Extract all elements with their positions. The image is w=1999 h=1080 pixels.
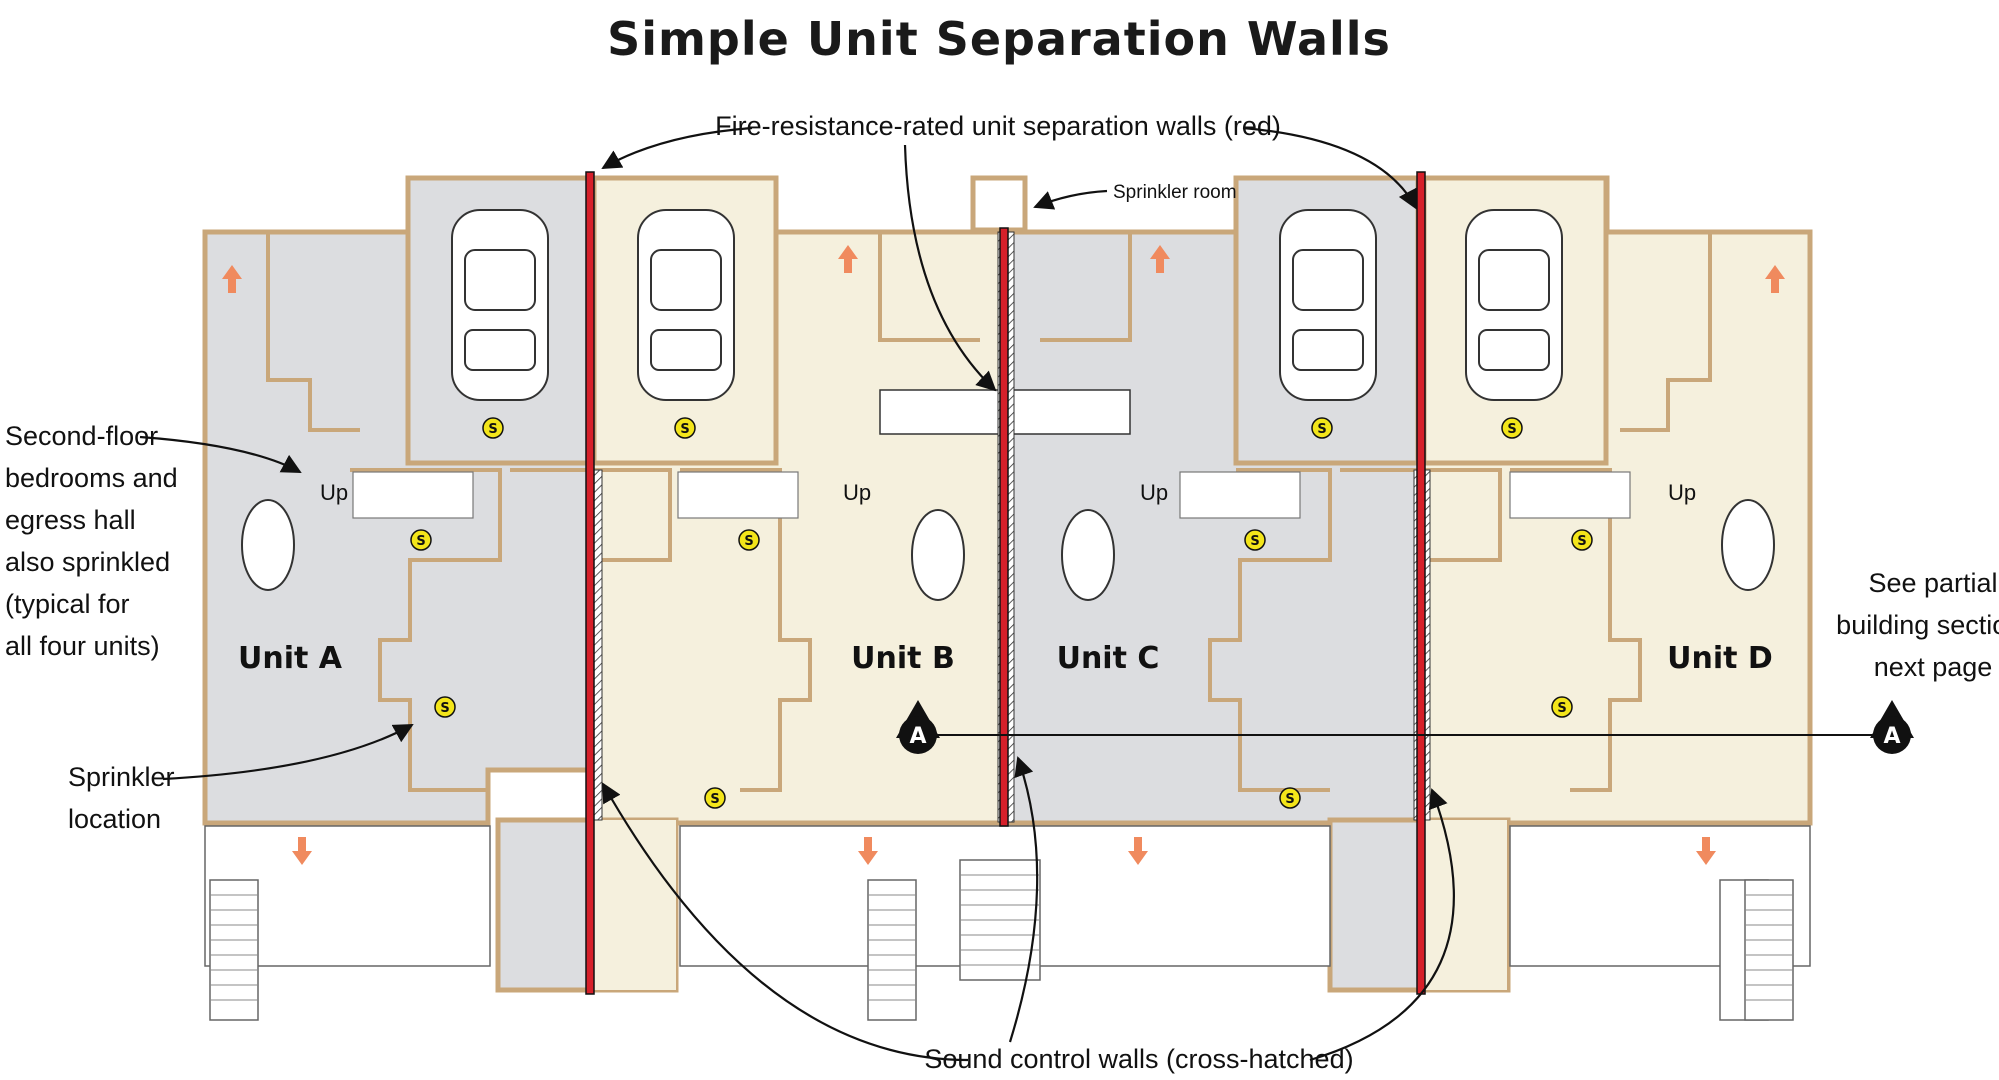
rear-stair-e bbox=[1744, 879, 1794, 1021]
svg-text:S: S bbox=[1507, 422, 1516, 437]
sprinkler-marker: S bbox=[1501, 417, 1523, 439]
svg-text:A: A bbox=[909, 724, 926, 749]
sprinkler-markers: S S S S S S S S S S S S bbox=[410, 417, 1593, 809]
svg-text:S: S bbox=[488, 422, 497, 437]
car-a bbox=[451, 209, 549, 401]
sprinkler-location-callout: Sprinkler location bbox=[68, 762, 175, 834]
svg-text:building section,: building section, bbox=[1836, 610, 1999, 640]
car-d bbox=[1465, 209, 1563, 401]
fire-wall-ab bbox=[585, 171, 595, 995]
up-label: Up bbox=[843, 480, 871, 505]
unit-label-d: Unit D bbox=[1667, 641, 1773, 676]
rear-wing-cd-right bbox=[1421, 820, 1507, 990]
leader-fire-center bbox=[903, 144, 997, 392]
up-label: Up bbox=[1140, 480, 1168, 505]
unit-label-b: Unit B bbox=[851, 641, 955, 676]
svg-text:also sprinkled: also sprinkled bbox=[5, 547, 170, 577]
fire-wall-cd bbox=[1416, 171, 1426, 995]
rear-porches bbox=[204, 825, 1811, 1021]
garage-cars bbox=[451, 209, 1563, 401]
stair-treads bbox=[210, 874, 1793, 1001]
interior-stairs bbox=[352, 471, 1631, 519]
svg-text:Second-floor: Second-floor bbox=[5, 421, 158, 451]
up-label: Up bbox=[320, 480, 348, 505]
leader-sprinkler-room bbox=[1033, 189, 1108, 210]
car-c bbox=[1279, 209, 1377, 401]
leader-second-floor bbox=[139, 435, 302, 473]
sprinkler-marker: S bbox=[1244, 529, 1266, 551]
fire-walls-callout: Fire-resistance-rated unit separation wa… bbox=[715, 111, 1281, 141]
svg-text:S: S bbox=[416, 534, 425, 549]
svg-text:Sprinkler: Sprinkler bbox=[68, 762, 175, 792]
svg-text:S: S bbox=[680, 422, 689, 437]
svg-text:S: S bbox=[744, 534, 753, 549]
svg-text:S: S bbox=[710, 792, 719, 807]
second-floor-callout: Second-floor bedrooms and egress hall al… bbox=[5, 421, 178, 661]
svg-text:See partial: See partial bbox=[1868, 568, 1997, 598]
table-b bbox=[911, 509, 965, 601]
sprinkler-marker: S bbox=[434, 696, 456, 718]
leader-fire-right bbox=[1242, 126, 1417, 210]
sprinkler-marker: S bbox=[482, 417, 504, 439]
leader-sound-right bbox=[1309, 788, 1455, 1062]
svg-text:location: location bbox=[68, 804, 161, 834]
section-marker-right: A bbox=[1870, 700, 1914, 754]
sprinkler-marker: S bbox=[674, 417, 696, 439]
car-b bbox=[637, 209, 735, 401]
svg-text:S: S bbox=[1557, 701, 1566, 716]
svg-text:S: S bbox=[1250, 534, 1259, 549]
table-c bbox=[1061, 509, 1115, 601]
diagram-title: Simple Unit Separation Walls bbox=[607, 12, 1391, 66]
section-ref-callout: See partial building section, next page bbox=[1836, 568, 1999, 682]
dining-tables bbox=[241, 499, 1775, 601]
up-label: Up bbox=[1668, 480, 1696, 505]
table-d bbox=[1721, 499, 1775, 591]
svg-text:egress hall: egress hall bbox=[5, 505, 136, 535]
sprinkler-marker: S bbox=[1279, 787, 1301, 809]
svg-text:A: A bbox=[1883, 724, 1900, 749]
svg-text:S: S bbox=[1577, 534, 1586, 549]
leader-sound-left bbox=[602, 782, 969, 1062]
rear-wing-ab-right bbox=[590, 820, 676, 990]
section-line: A A bbox=[896, 700, 1914, 754]
svg-text:S: S bbox=[1317, 422, 1326, 437]
sound-walls-callout: Sound control walls (cross-hatched) bbox=[924, 1044, 1353, 1074]
sprinkler-room bbox=[970, 175, 1028, 233]
rear-stair-b bbox=[867, 879, 917, 1021]
leader-fire-left bbox=[601, 126, 753, 169]
table-a bbox=[241, 499, 295, 591]
stair-up-labels: Up Up Up Up bbox=[320, 480, 1696, 505]
sprinkler-marker: S bbox=[410, 529, 432, 551]
leader-sound-center bbox=[1008, 756, 1039, 1043]
fire-wall-bc bbox=[999, 227, 1009, 827]
interior-walls bbox=[266, 232, 1712, 792]
svg-text:next page: next page bbox=[1874, 652, 1993, 682]
sprinkler-room-callout: Sprinkler room bbox=[1113, 182, 1237, 203]
sprinkler-marker: S bbox=[1571, 529, 1593, 551]
svg-text:all four units): all four units) bbox=[5, 631, 160, 661]
exit-arrows bbox=[222, 245, 1785, 865]
rear-stair-a bbox=[209, 879, 259, 1021]
svg-text:S: S bbox=[440, 701, 449, 716]
sprinkler-marker: S bbox=[738, 529, 760, 551]
unit-label-a: Unit A bbox=[238, 641, 343, 676]
unit-label-c: Unit C bbox=[1057, 641, 1160, 676]
svg-text:S: S bbox=[1285, 792, 1294, 807]
sprinkler-marker: S bbox=[1311, 417, 1333, 439]
sprinkler-marker: S bbox=[1551, 696, 1573, 718]
leader-lines bbox=[139, 126, 1455, 1062]
svg-text:(typical for: (typical for bbox=[5, 589, 130, 619]
section-marker-left: A bbox=[896, 700, 940, 754]
leader-sprinkler-loc bbox=[162, 724, 414, 781]
sprinkler-marker: S bbox=[704, 787, 726, 809]
svg-text:bedrooms and: bedrooms and bbox=[5, 463, 178, 493]
